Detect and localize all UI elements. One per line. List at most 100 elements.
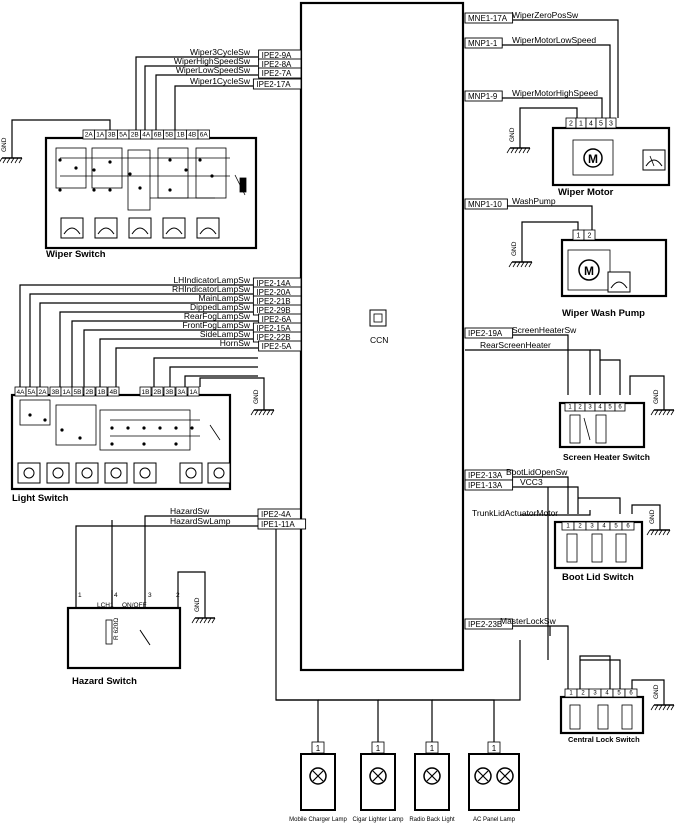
- svg-text:IPE2-14A: IPE2-14A: [256, 279, 291, 288]
- contact-dot: [110, 442, 114, 446]
- screen-heater-pin: 4: [594, 402, 606, 412]
- light-switch-pin: 3B: [49, 386, 62, 397]
- boot-lid-pin: 6: [621, 521, 635, 531]
- svg-text:2: 2: [569, 121, 573, 128]
- screen-heater-signal: RearScreenHeater: [480, 340, 551, 350]
- svg-text:4B: 4B: [188, 132, 196, 139]
- lamp-label: AC Panel Lamp: [473, 817, 516, 823]
- svg-text:HazardSw: HazardSw: [170, 506, 210, 516]
- svg-text:MNP1-1: MNP1-1: [468, 39, 498, 48]
- boot-lid-pin: 1: [561, 521, 575, 531]
- light-switch-pin: 3B: [163, 386, 176, 397]
- svg-text:2: 2: [588, 233, 592, 240]
- lamp-4: 1 AC Panel Lamp: [468, 741, 520, 823]
- boot-lid-pin: 2: [573, 521, 587, 531]
- central-lock-pin: 3: [588, 688, 602, 698]
- light-mode-icon: [104, 462, 128, 484]
- svg-text:1B: 1B: [177, 132, 185, 139]
- svg-text:IPE2-23B: IPE2-23B: [468, 620, 502, 629]
- central-lock-pin: 1: [564, 688, 578, 698]
- svg-text:HazardSwLamp: HazardSwLamp: [170, 516, 231, 526]
- svg-text:4: 4: [602, 524, 606, 530]
- svg-text:4A: 4A: [17, 389, 26, 396]
- svg-text:4B: 4B: [110, 389, 118, 396]
- svg-text:5A: 5A: [119, 132, 128, 139]
- lamp-label: Radio Back Light: [409, 817, 455, 823]
- svg-text:GND: GND: [653, 684, 660, 699]
- hazard-switch-title: Hazard Switch: [72, 676, 137, 687]
- svg-text:WiperZeroPosSw: WiperZeroPosSw: [512, 10, 579, 20]
- svg-text:4A: 4A: [142, 132, 151, 139]
- svg-text:IPE2-6A: IPE2-6A: [262, 315, 292, 324]
- svg-text:6A: 6A: [200, 132, 209, 139]
- boot-lid-signal: TrunkLidActuatorMotor: [472, 508, 558, 518]
- contact-dot: [168, 158, 172, 162]
- wash-pump-pin: 2: [583, 229, 596, 241]
- svg-text:FrontFogLampSw: FrontFogLampSw: [182, 320, 250, 330]
- wiper-motor-pin: 2: [565, 117, 577, 129]
- wiper-switch-pin: 1B: [174, 129, 187, 140]
- svg-text:IPE2-19A: IPE2-19A: [468, 329, 503, 338]
- svg-text:Wiper3CycleSw: Wiper3CycleSw: [190, 47, 251, 57]
- svg-text:IPE2-13A: IPE2-13A: [468, 471, 503, 480]
- svg-text:2: 2: [578, 524, 582, 530]
- light-switch-pin: 5A: [25, 386, 38, 397]
- svg-text:LHIndicatorLampSw: LHIndicatorLampSw: [173, 275, 250, 285]
- wiper-switch-pin: 4B: [186, 129, 199, 140]
- hazard-signal: IPE1-11A HazardSwLamp: [170, 516, 307, 530]
- ground-icon: GND: [250, 389, 275, 416]
- contact-dot: [108, 188, 112, 192]
- wash-pump-title: Wiper Wash Pump: [562, 308, 645, 319]
- svg-text:2: 2: [578, 405, 582, 411]
- wiper-motor-title: Wiper Motor: [558, 187, 614, 198]
- svg-text:IPE2-9A: IPE2-9A: [262, 51, 292, 60]
- svg-text:5: 5: [599, 121, 603, 128]
- ground-icon: GND: [650, 684, 675, 711]
- svg-text:IPE1-11A: IPE1-11A: [261, 520, 295, 529]
- svg-text:1: 1: [566, 524, 570, 530]
- contact-dot: [168, 188, 172, 192]
- svg-text:1: 1: [579, 121, 583, 128]
- svg-text:1A: 1A: [190, 389, 199, 396]
- svg-text:WiperHighSpeedSw: WiperHighSpeedSw: [174, 56, 251, 66]
- svg-text:5: 5: [614, 524, 618, 530]
- contact-dot: [210, 174, 214, 178]
- hazard-lch1: LCH1: [97, 602, 114, 609]
- wiper-mode-icon: [128, 217, 152, 239]
- svg-text:6: 6: [618, 405, 622, 411]
- svg-text:1: 1: [376, 744, 381, 753]
- svg-text:1: 1: [492, 744, 497, 753]
- boot-lid-pin: 4: [597, 521, 611, 531]
- light-switch-pin: 1B: [95, 386, 108, 397]
- svg-text:6B: 6B: [154, 132, 162, 139]
- contact-dot: [74, 166, 78, 170]
- svg-text:5: 5: [617, 691, 621, 697]
- svg-text:GND: GND: [649, 509, 656, 524]
- svg-text:IPE2-5A: IPE2-5A: [262, 342, 292, 351]
- svg-text:IPE2-21B: IPE2-21B: [256, 297, 290, 306]
- svg-text:3B: 3B: [52, 389, 60, 396]
- svg-text:MNE1-17A: MNE1-17A: [468, 14, 508, 23]
- svg-text:1: 1: [430, 744, 435, 753]
- wiper-switch-pin: 4A: [140, 129, 153, 140]
- contact-dot: [92, 168, 96, 172]
- wiper-mode-icon: [196, 217, 220, 239]
- svg-text:3A: 3A: [178, 389, 187, 396]
- hazard-onoff: ON/OFF: [122, 602, 147, 609]
- light-switch-pin: 5B: [71, 386, 84, 397]
- svg-text:IPE2-29B: IPE2-29B: [256, 306, 290, 315]
- central-lock-pin: 4: [600, 688, 614, 698]
- light-switch-pin: 4A: [14, 386, 27, 397]
- svg-text:WashPump: WashPump: [512, 196, 556, 206]
- central-lock-pin: 5: [612, 688, 626, 698]
- svg-text:GND: GND: [1, 137, 8, 152]
